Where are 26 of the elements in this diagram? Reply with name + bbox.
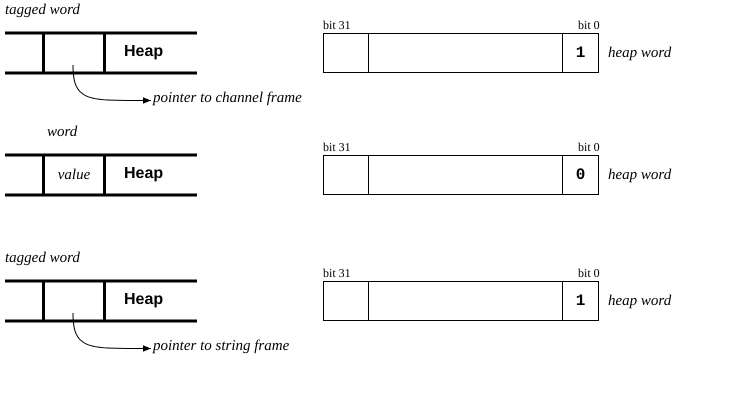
bit-label: bit 31	[323, 266, 351, 281]
curved-arrow	[72, 312, 152, 352]
side-caption: heap word	[608, 45, 672, 62]
register-box	[323, 281, 599, 321]
cell-value: value	[58, 166, 90, 184]
heap-label: Heap	[124, 165, 164, 183]
bit-cell: 0	[562, 156, 598, 194]
bit-label: bit 31	[323, 18, 351, 33]
bit-label: bit 0	[578, 266, 600, 281]
bit-cell: 1	[562, 34, 598, 72]
cell-heading: tagged word	[5, 2, 80, 19]
register-box	[323, 33, 599, 73]
pointer-label: pointer to channel frame	[153, 90, 302, 107]
bit-label: bit 31	[323, 140, 351, 155]
register-box	[323, 155, 599, 195]
pointer-label: pointer to string frame	[153, 338, 290, 355]
bit-cell: 1	[562, 282, 598, 320]
bit-label: bit 0	[578, 18, 600, 33]
side-caption: heap word	[608, 167, 672, 184]
side-caption: heap word	[608, 293, 672, 310]
cell-heading: word	[47, 124, 78, 141]
heap-label: Heap	[124, 43, 164, 61]
curved-arrow	[72, 64, 152, 104]
cell-heading: tagged word	[5, 250, 80, 267]
heap-label: Heap	[124, 291, 164, 309]
bit-label: bit 0	[578, 140, 600, 155]
